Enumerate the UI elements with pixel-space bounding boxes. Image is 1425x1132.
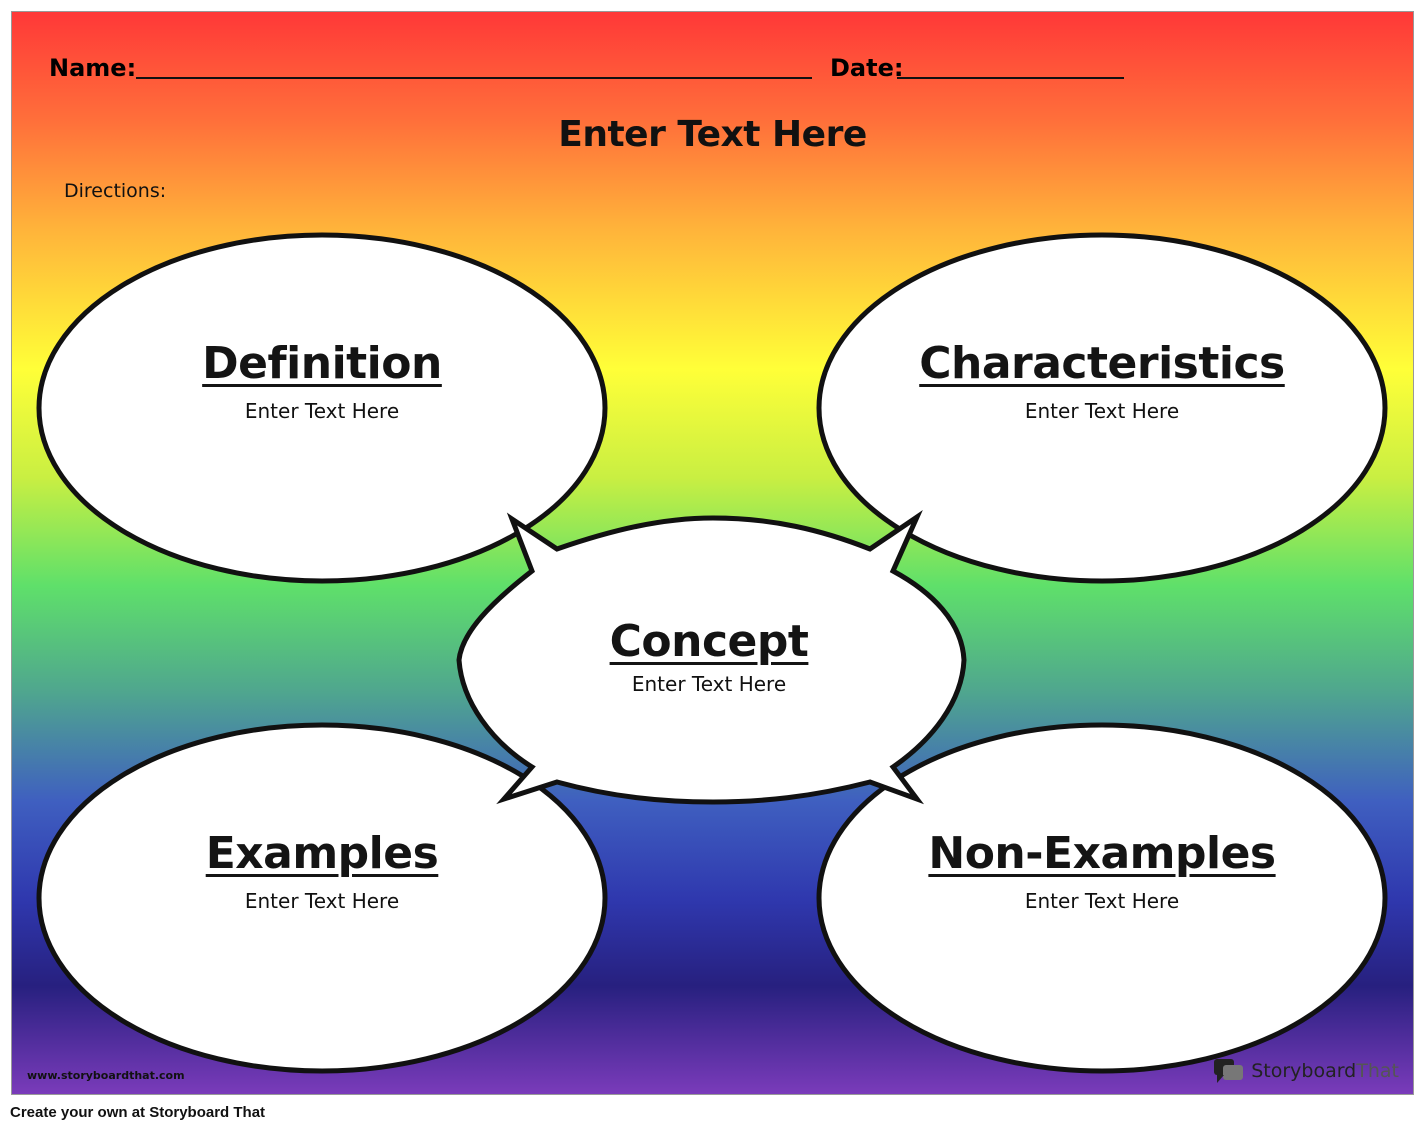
examples-heading[interactable]: Examples bbox=[205, 828, 439, 879]
non-examples-text[interactable]: Enter Text Here bbox=[1024, 889, 1180, 913]
non-examples-ellipse[interactable] bbox=[816, 722, 1388, 1074]
concept-starburst[interactable] bbox=[456, 509, 967, 805]
examples-text[interactable]: Enter Text Here bbox=[244, 889, 400, 913]
name-line[interactable] bbox=[136, 77, 812, 79]
worksheet: Name: Date: Enter Text Here Directions: … bbox=[11, 11, 1414, 1095]
characteristics-heading[interactable]: Characteristics bbox=[919, 338, 1285, 389]
characteristics-text[interactable]: Enter Text Here bbox=[1024, 399, 1180, 423]
definition-ellipse[interactable] bbox=[36, 232, 608, 584]
concept-text[interactable]: Enter Text Here bbox=[631, 672, 787, 696]
page-title[interactable]: Enter Text Here bbox=[558, 114, 867, 155]
logo-wordmark: StoryboardThat bbox=[1251, 1060, 1399, 1082]
directions-label[interactable]: Directions: bbox=[64, 180, 167, 202]
concept-heading[interactable]: Concept bbox=[609, 616, 809, 667]
speech-bubble-icon bbox=[1214, 1059, 1244, 1083]
logo-text-that: That bbox=[1356, 1060, 1399, 1082]
bubble-shapes bbox=[36, 232, 1388, 1074]
examples-ellipse[interactable] bbox=[36, 722, 608, 1074]
logo-text-storyboard: Storyboard bbox=[1251, 1060, 1357, 1082]
non-examples-heading[interactable]: Non-Examples bbox=[928, 828, 1276, 879]
site-url[interactable]: www.storyboardthat.com bbox=[27, 1069, 185, 1082]
date-line[interactable] bbox=[897, 77, 1124, 79]
definition-heading[interactable]: Definition bbox=[202, 338, 442, 389]
storyboardthat-logo[interactable]: StoryboardThat bbox=[1213, 1058, 1399, 1084]
characteristics-ellipse[interactable] bbox=[816, 232, 1388, 584]
name-label: Name: bbox=[49, 54, 137, 82]
definition-text[interactable]: Enter Text Here bbox=[244, 399, 400, 423]
date-label: Date: bbox=[830, 54, 904, 82]
footer-credit[interactable]: Create your own at Storyboard That bbox=[10, 1104, 266, 1121]
